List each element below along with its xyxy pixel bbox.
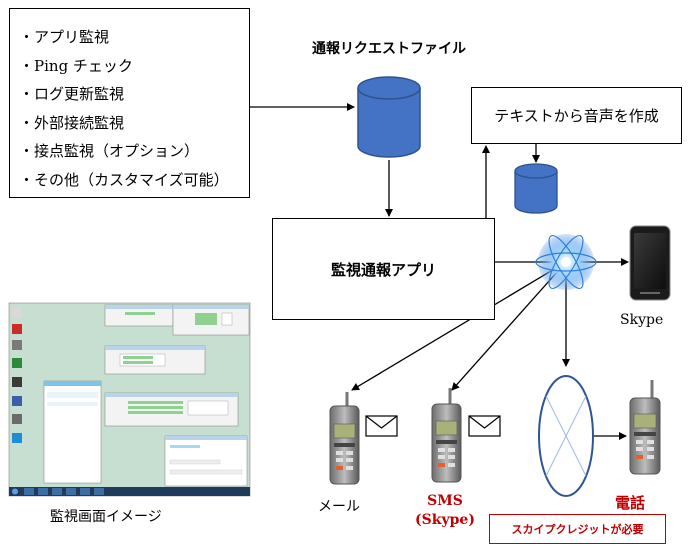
list-item: その他（カスタマイズ可能）: [19, 166, 249, 195]
tts-box: テキストから音声を作成: [471, 87, 682, 144]
sms-label: SMS (Skype): [408, 492, 482, 530]
mail-phone-icon: [329, 392, 360, 485]
sms-envelope-icon: [468, 415, 501, 437]
credit-note-box: スカイプクレジットが必要: [489, 514, 666, 544]
list-item: 接点監視（オプション）: [19, 137, 249, 166]
list-item: アプリ監視: [19, 23, 249, 52]
skype-label: Skype: [620, 312, 664, 328]
app-box-label: 監視通報アプリ: [330, 260, 436, 279]
request-file-label: 通報リクエストファイル: [312, 41, 466, 57]
sms-label-line2: (Skype): [415, 512, 475, 528]
monitoring-app-box: 監視通報アプリ: [272, 218, 495, 320]
monitor-types-list: アプリ監視 Ping チェック ログ更新監視 外部接続監視 接点監視（オプション…: [9, 8, 250, 198]
arrow-to-sms: [451, 261, 567, 391]
sms-label-line1: SMS: [427, 493, 463, 509]
list-item: ログ更新監視: [19, 80, 249, 109]
screen-caption: 監視画面イメージ: [50, 509, 162, 525]
mail-label: メール: [318, 499, 360, 515]
arrow-to-mail: [351, 261, 567, 391]
call-label: 電話: [615, 494, 646, 512]
audio-database-icon: [514, 163, 558, 214]
request-file-database-icon: [357, 76, 421, 158]
phone-network-icon: [538, 375, 594, 497]
network-globe-icon: [535, 234, 597, 290]
mail-envelope-icon: [365, 415, 398, 437]
tts-box-label: テキストから音声を作成: [494, 107, 659, 125]
call-phone-icon: [629, 380, 661, 475]
sms-phone-icon: [431, 388, 462, 483]
list-item: 外部接続監視: [19, 109, 249, 138]
desktop-icons: [12, 308, 22, 443]
smartphone-icon: [629, 225, 671, 301]
list-item: Ping チェック: [19, 52, 249, 81]
monitor-screen-thumbnail: [8, 302, 251, 497]
credit-note-label: スカイプクレジットが必要: [511, 523, 644, 536]
